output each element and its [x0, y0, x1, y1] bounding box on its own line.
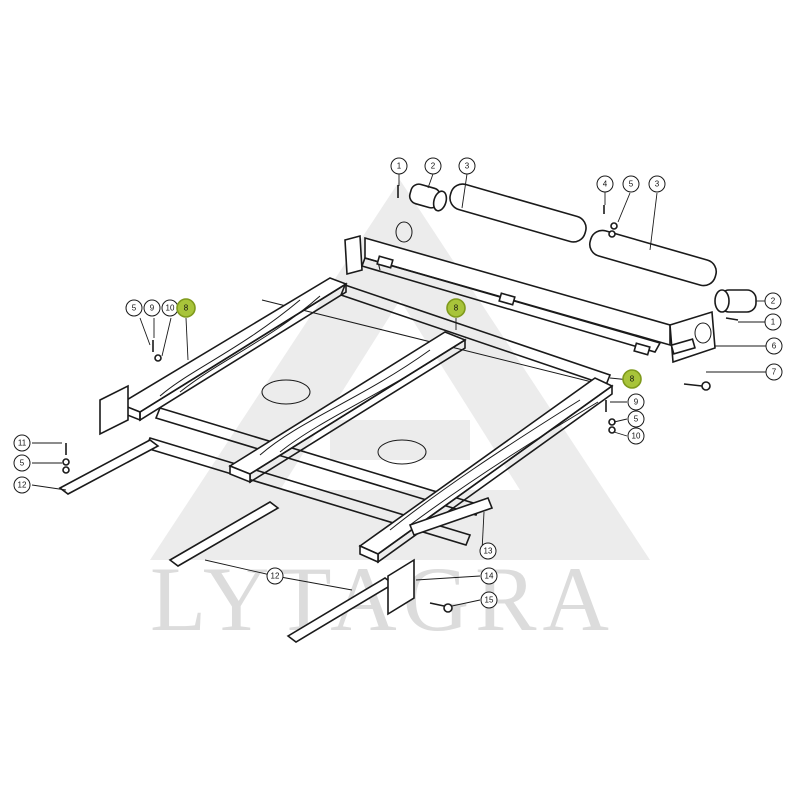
callout-11: 11 [13, 434, 31, 452]
svg-text:10: 10 [632, 432, 641, 441]
callout-15: 15 [480, 591, 498, 609]
floor-opening-right [377, 439, 427, 465]
callout-3b: 3 [648, 175, 666, 193]
svg-text:5: 5 [629, 180, 634, 189]
side-rail [408, 496, 494, 537]
callout-9-left: 9 [143, 299, 161, 317]
callout-5-left: 5 [125, 299, 143, 317]
svg-text:9: 9 [634, 398, 639, 407]
svg-text:5: 5 [20, 459, 25, 468]
svg-text:1: 1 [771, 318, 776, 327]
back-cross-tube [344, 183, 757, 364]
callout-12-front: 12 [266, 567, 284, 585]
svg-text:1: 1 [397, 162, 402, 171]
leader-lines [31, 173, 766, 607]
callout-2b: 2 [764, 292, 782, 310]
callout-5: 5 [622, 175, 640, 193]
callout-8-highlighted-center: 8 [446, 298, 466, 318]
callout-8-highlighted-left: 8 [176, 298, 196, 318]
floor-beam-center [228, 331, 467, 484]
svg-text:12: 12 [271, 572, 280, 581]
svg-text:5: 5 [132, 304, 137, 313]
floor-beam-left [118, 277, 348, 422]
callout-7: 7 [765, 363, 783, 381]
svg-text:2: 2 [771, 297, 776, 306]
svg-text:8: 8 [184, 304, 189, 313]
callout-12-left: 12 [13, 476, 31, 494]
flat-bar-center [168, 501, 280, 567]
svg-text:10: 10 [166, 304, 175, 313]
callout-10-left: 10 [161, 299, 179, 317]
callout-2: 2 [424, 157, 442, 175]
callout-3: 3 [458, 157, 476, 175]
svg-text:6: 6 [772, 342, 777, 351]
svg-text:8: 8 [630, 375, 635, 384]
bracket-left [99, 384, 129, 436]
callout-4: 4 [596, 175, 614, 193]
floor-opening-left [261, 379, 311, 405]
hardware-right [429, 381, 711, 613]
callout-8-highlighted-right: 8 [622, 369, 642, 389]
svg-text:3: 3 [465, 162, 470, 171]
svg-text:4: 4 [603, 180, 608, 189]
flat-bar-left [58, 439, 160, 495]
svg-text:12: 12 [18, 481, 27, 490]
svg-text:2: 2 [431, 162, 436, 171]
callout-6: 6 [765, 337, 783, 355]
svg-text:13: 13 [484, 547, 493, 556]
svg-text:7: 7 [772, 368, 777, 377]
svg-text:14: 14 [485, 572, 494, 581]
bracket-front [387, 558, 415, 616]
hardware-left [62, 340, 162, 474]
svg-text:5: 5 [634, 415, 639, 424]
svg-text:15: 15 [485, 596, 494, 605]
svg-text:3: 3 [655, 180, 660, 189]
svg-text:9: 9 [150, 304, 155, 313]
callout-13: 13 [479, 542, 497, 560]
svg-text:8: 8 [454, 304, 459, 313]
callout-5-right: 5 [627, 410, 645, 428]
callout-10-right: 10 [627, 427, 645, 445]
svg-text:11: 11 [18, 439, 27, 448]
callout-14: 14 [480, 567, 498, 585]
floor-beam-right [358, 377, 614, 564]
callout-5-bottom-left: 5 [13, 454, 31, 472]
callout-9-right: 9 [627, 393, 645, 411]
callout-1: 1 [390, 157, 408, 175]
callout-1b: 1 [764, 313, 782, 331]
